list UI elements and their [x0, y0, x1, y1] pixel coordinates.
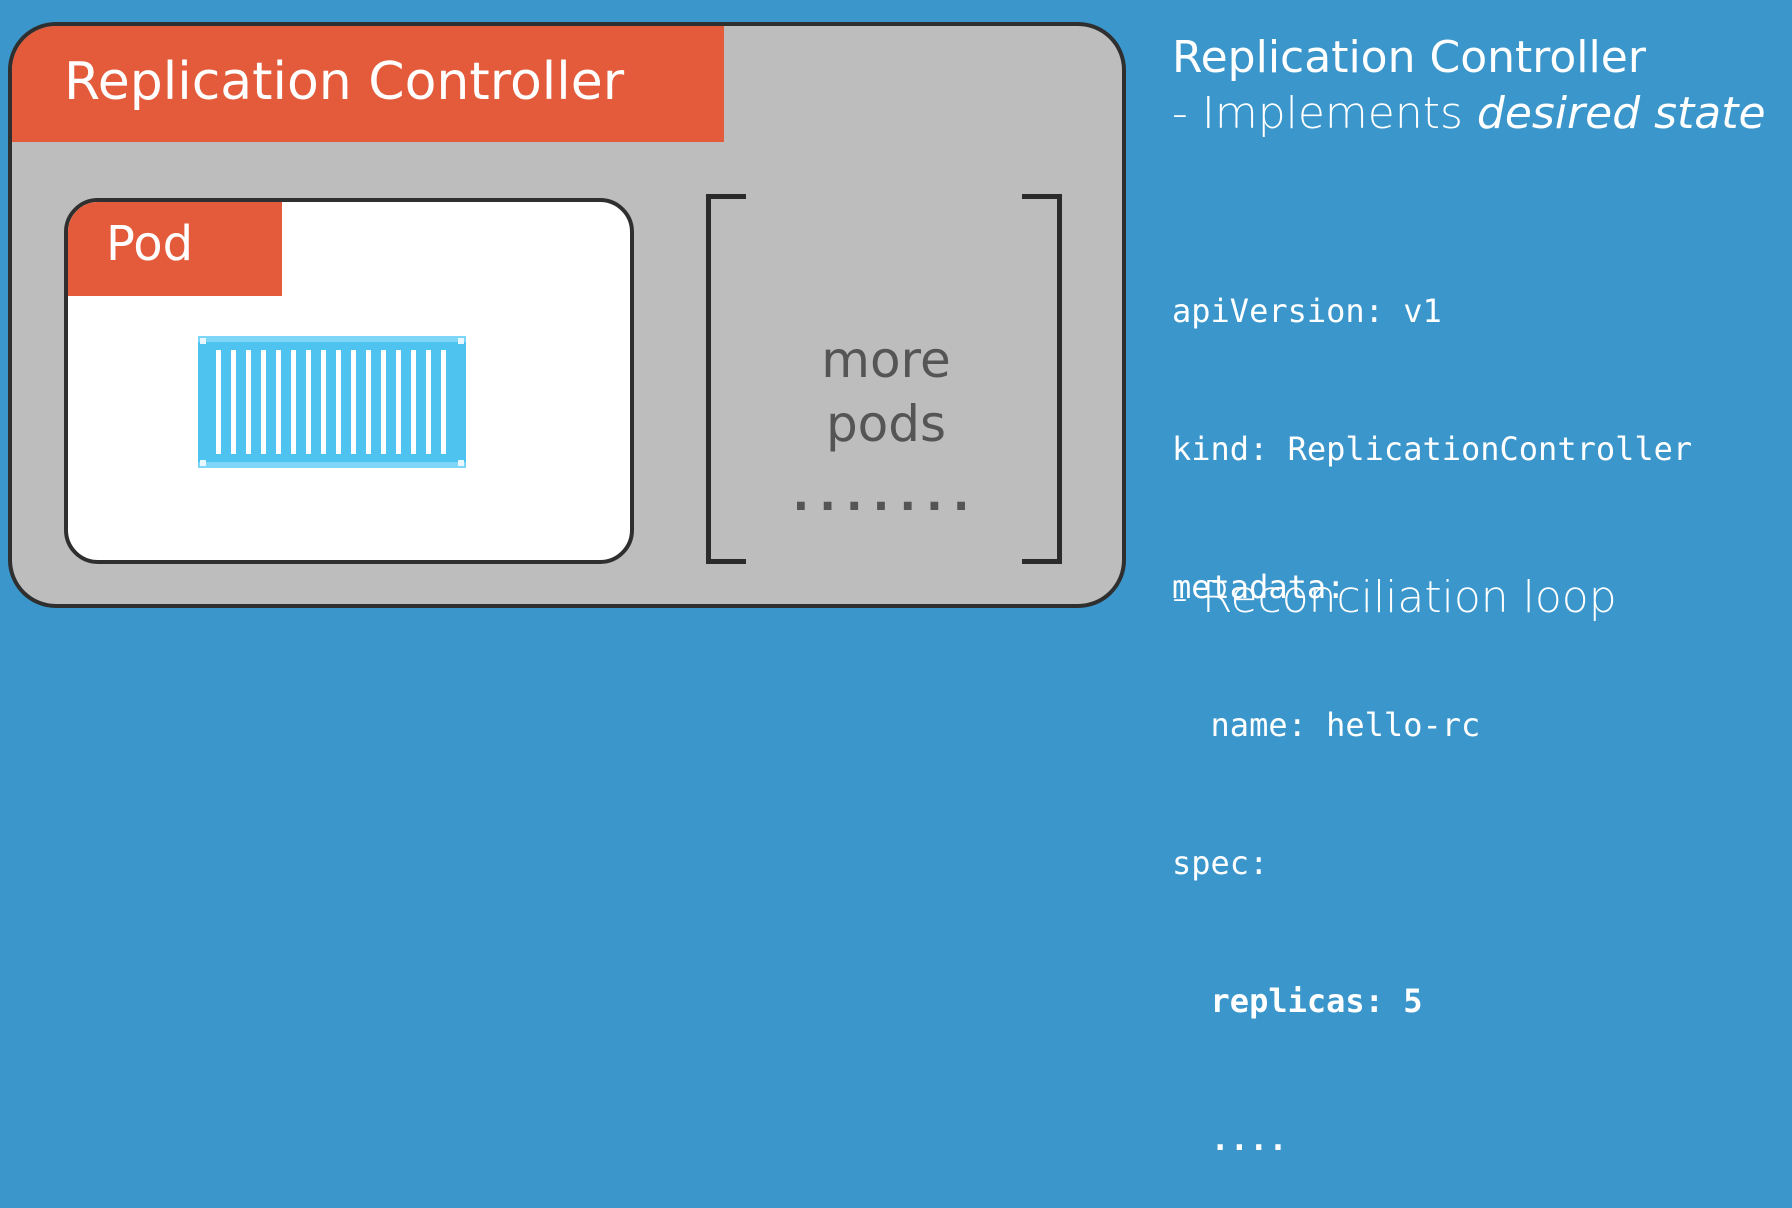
- pod-header: Pod: [68, 202, 282, 296]
- code-line: apiVersion: v1: [1172, 292, 1442, 330]
- code-line: spec:: [1172, 844, 1269, 882]
- more-pods-left-bracket: [706, 194, 746, 564]
- code-line: metadata:: [1172, 568, 1346, 606]
- pod-title: Pod: [106, 216, 194, 272]
- replication-controller-header: Replication Controller: [12, 26, 724, 142]
- side-footer: - Reconciliation loop: [1172, 572, 1617, 623]
- more-pods-label: more pods: [756, 328, 1016, 456]
- more-pods-line2: pods: [825, 395, 947, 453]
- code-line: ....: [1172, 1120, 1288, 1158]
- more-pods-dots: .......: [792, 470, 980, 521]
- more-pods-right-bracket: [1022, 194, 1062, 564]
- side-subtitle-prefix: - Implements: [1172, 88, 1477, 139]
- side-subtitle-emphasis: desired state: [1476, 88, 1766, 139]
- more-pods-line1: more: [821, 331, 951, 389]
- code-line-replicas: replicas: 5: [1172, 982, 1423, 1020]
- replication-controller-title: Replication Controller: [64, 52, 625, 112]
- side-subtitle: - Implements desired state: [1172, 86, 1766, 142]
- yaml-code-block: apiVersion: v1 kind: ReplicationControll…: [1172, 196, 1692, 1208]
- side-title: Replication Controller: [1172, 32, 1646, 83]
- replication-controller-box: Replication Controller Pod: [8, 22, 1126, 608]
- code-line: kind: ReplicationController: [1172, 430, 1693, 468]
- code-line: name: hello-rc: [1172, 706, 1481, 744]
- shipping-container-icon: [198, 336, 466, 468]
